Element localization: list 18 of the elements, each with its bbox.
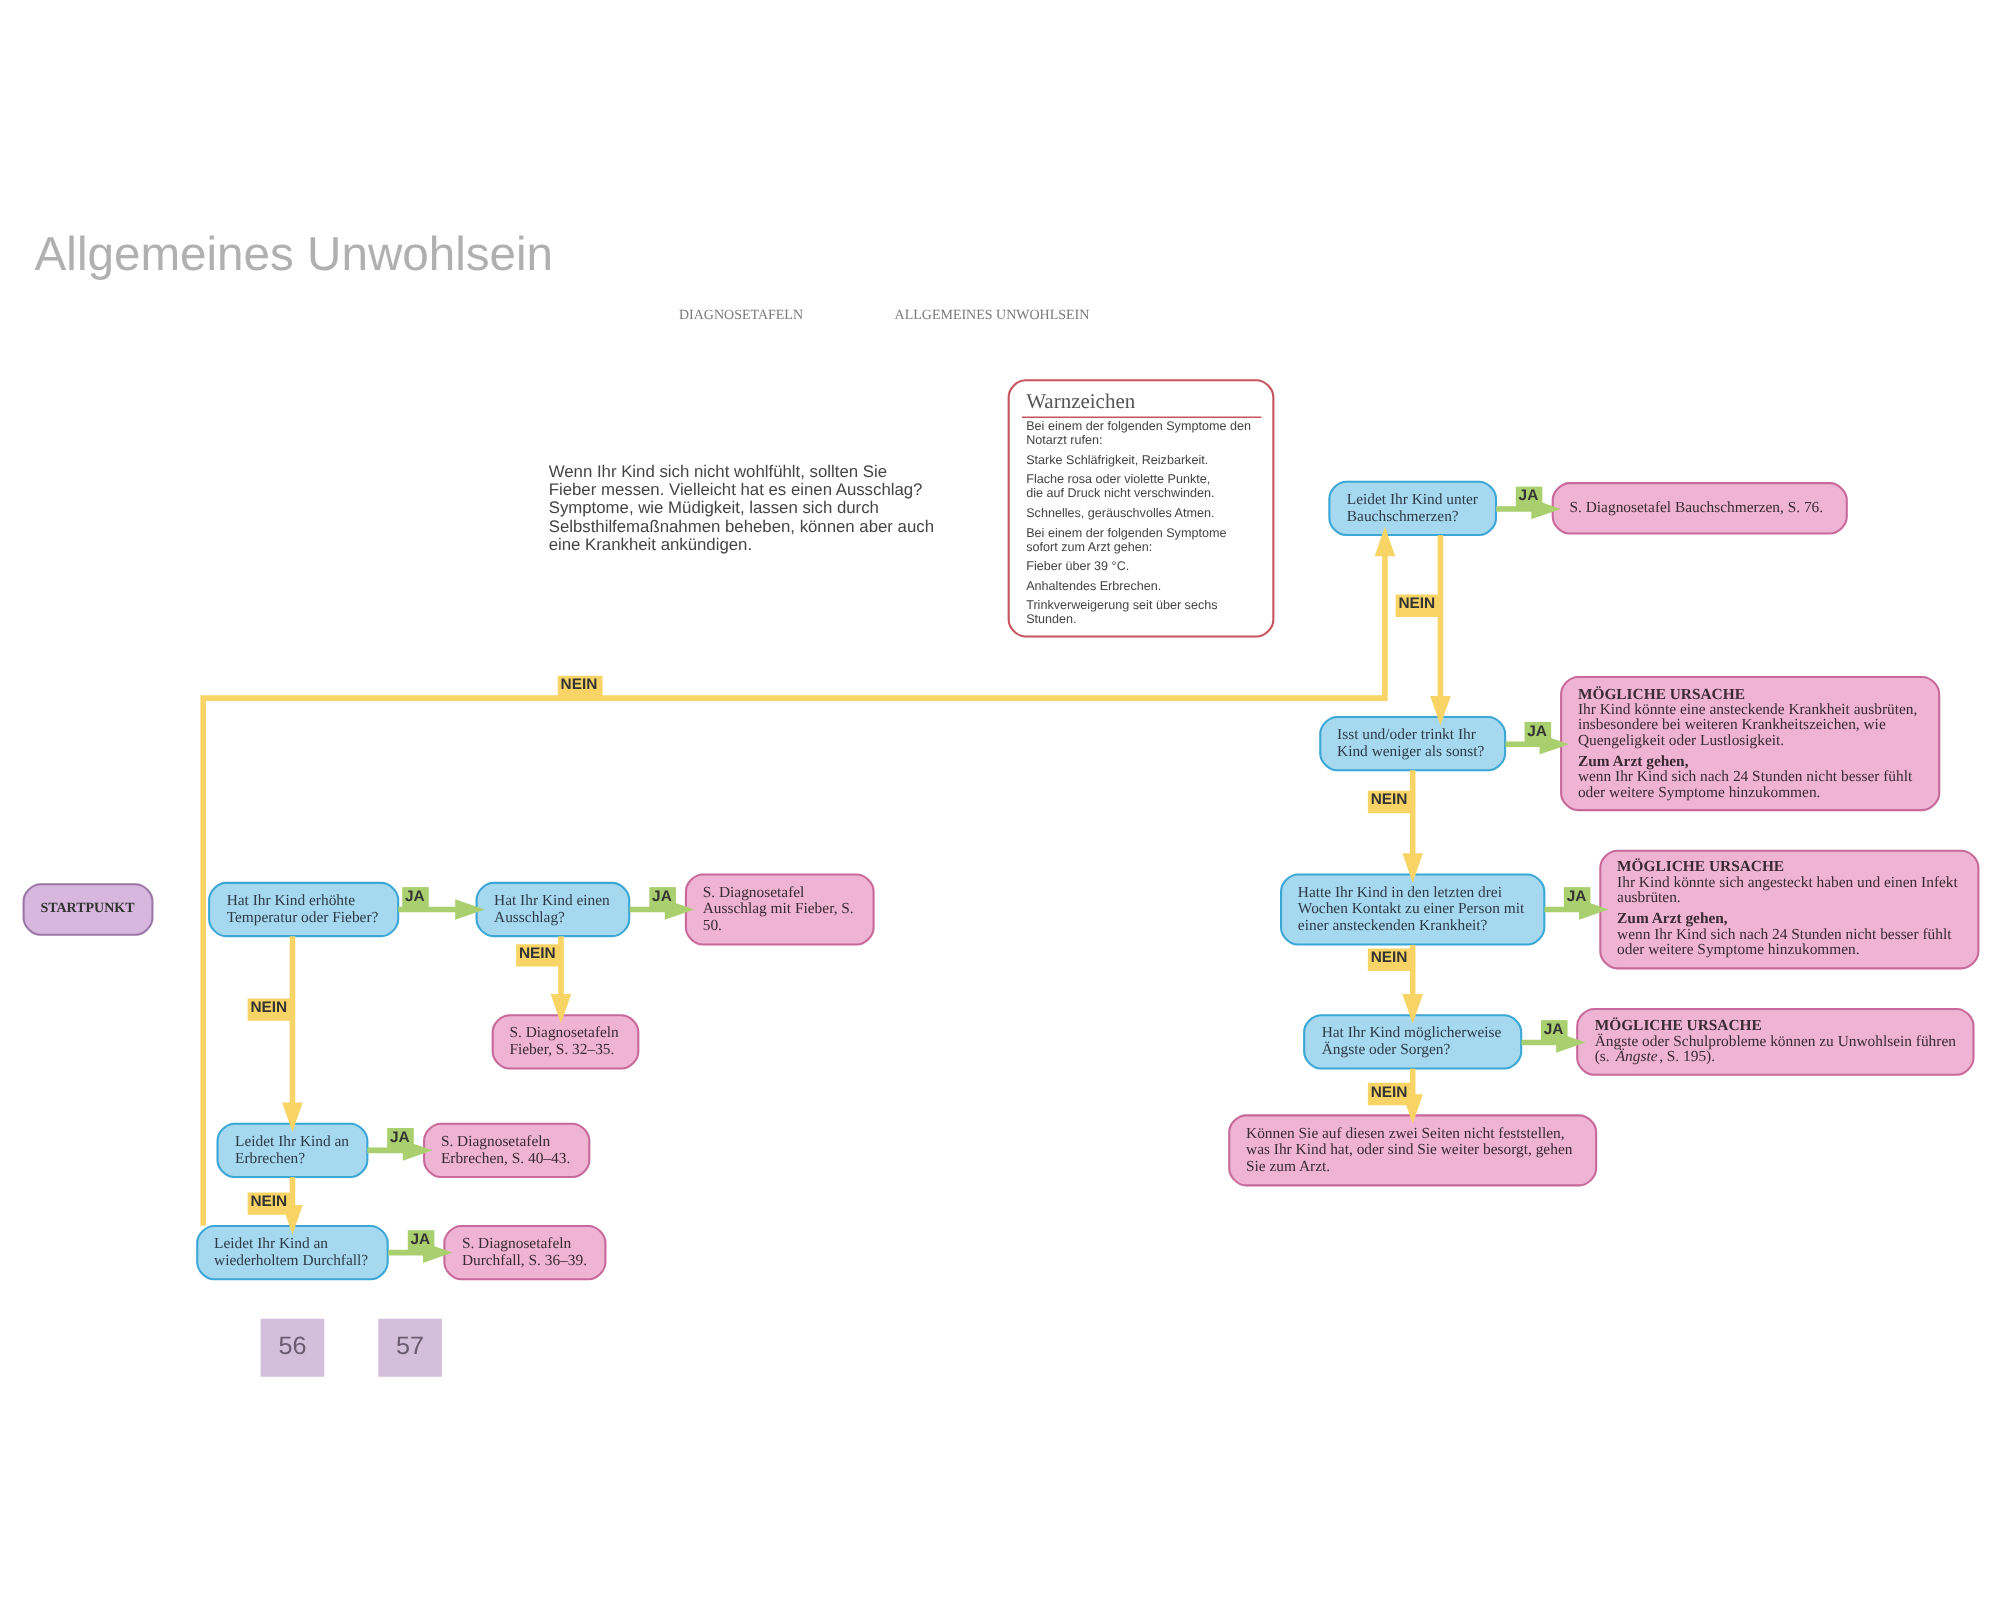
edge-label: JA: [1542, 1018, 1563, 1037]
edge-label: JA: [409, 1228, 430, 1247]
edge-label: NEIN: [1369, 1081, 1407, 1100]
label: Wenn Ihr Kind sich nicht wohlfühlt, sollten Sie Fieber messen. Vielleicht hat es einen Ausschlag? Symptome, wie Müdigkeit, lassen sich durch Selbsthilfemaßnahmen beheben, können aber auch eine Krankheit ankündigen.: [547, 459, 934, 553]
edge-label: JA: [388, 1126, 409, 1145]
edge-label: JA: [1565, 885, 1586, 904]
edge-label: NEIN: [1397, 593, 1435, 612]
edge-label: NEIN: [1369, 789, 1407, 808]
edge-label: JA: [1526, 720, 1546, 739]
edge-label: JA: [1517, 485, 1538, 504]
edge-label: NEIN: [1369, 947, 1407, 966]
diagram-title: Allgemeines Unwohlsein: [33, 226, 553, 281]
edge-label: NEIN: [249, 1191, 287, 1210]
edge-label: NEIN: [517, 942, 555, 961]
edge-label: JA: [404, 885, 424, 904]
edge-label: NEIN: [559, 674, 597, 693]
edge-label: NEIN: [249, 997, 287, 1016]
edge-label: JA: [651, 885, 671, 904]
